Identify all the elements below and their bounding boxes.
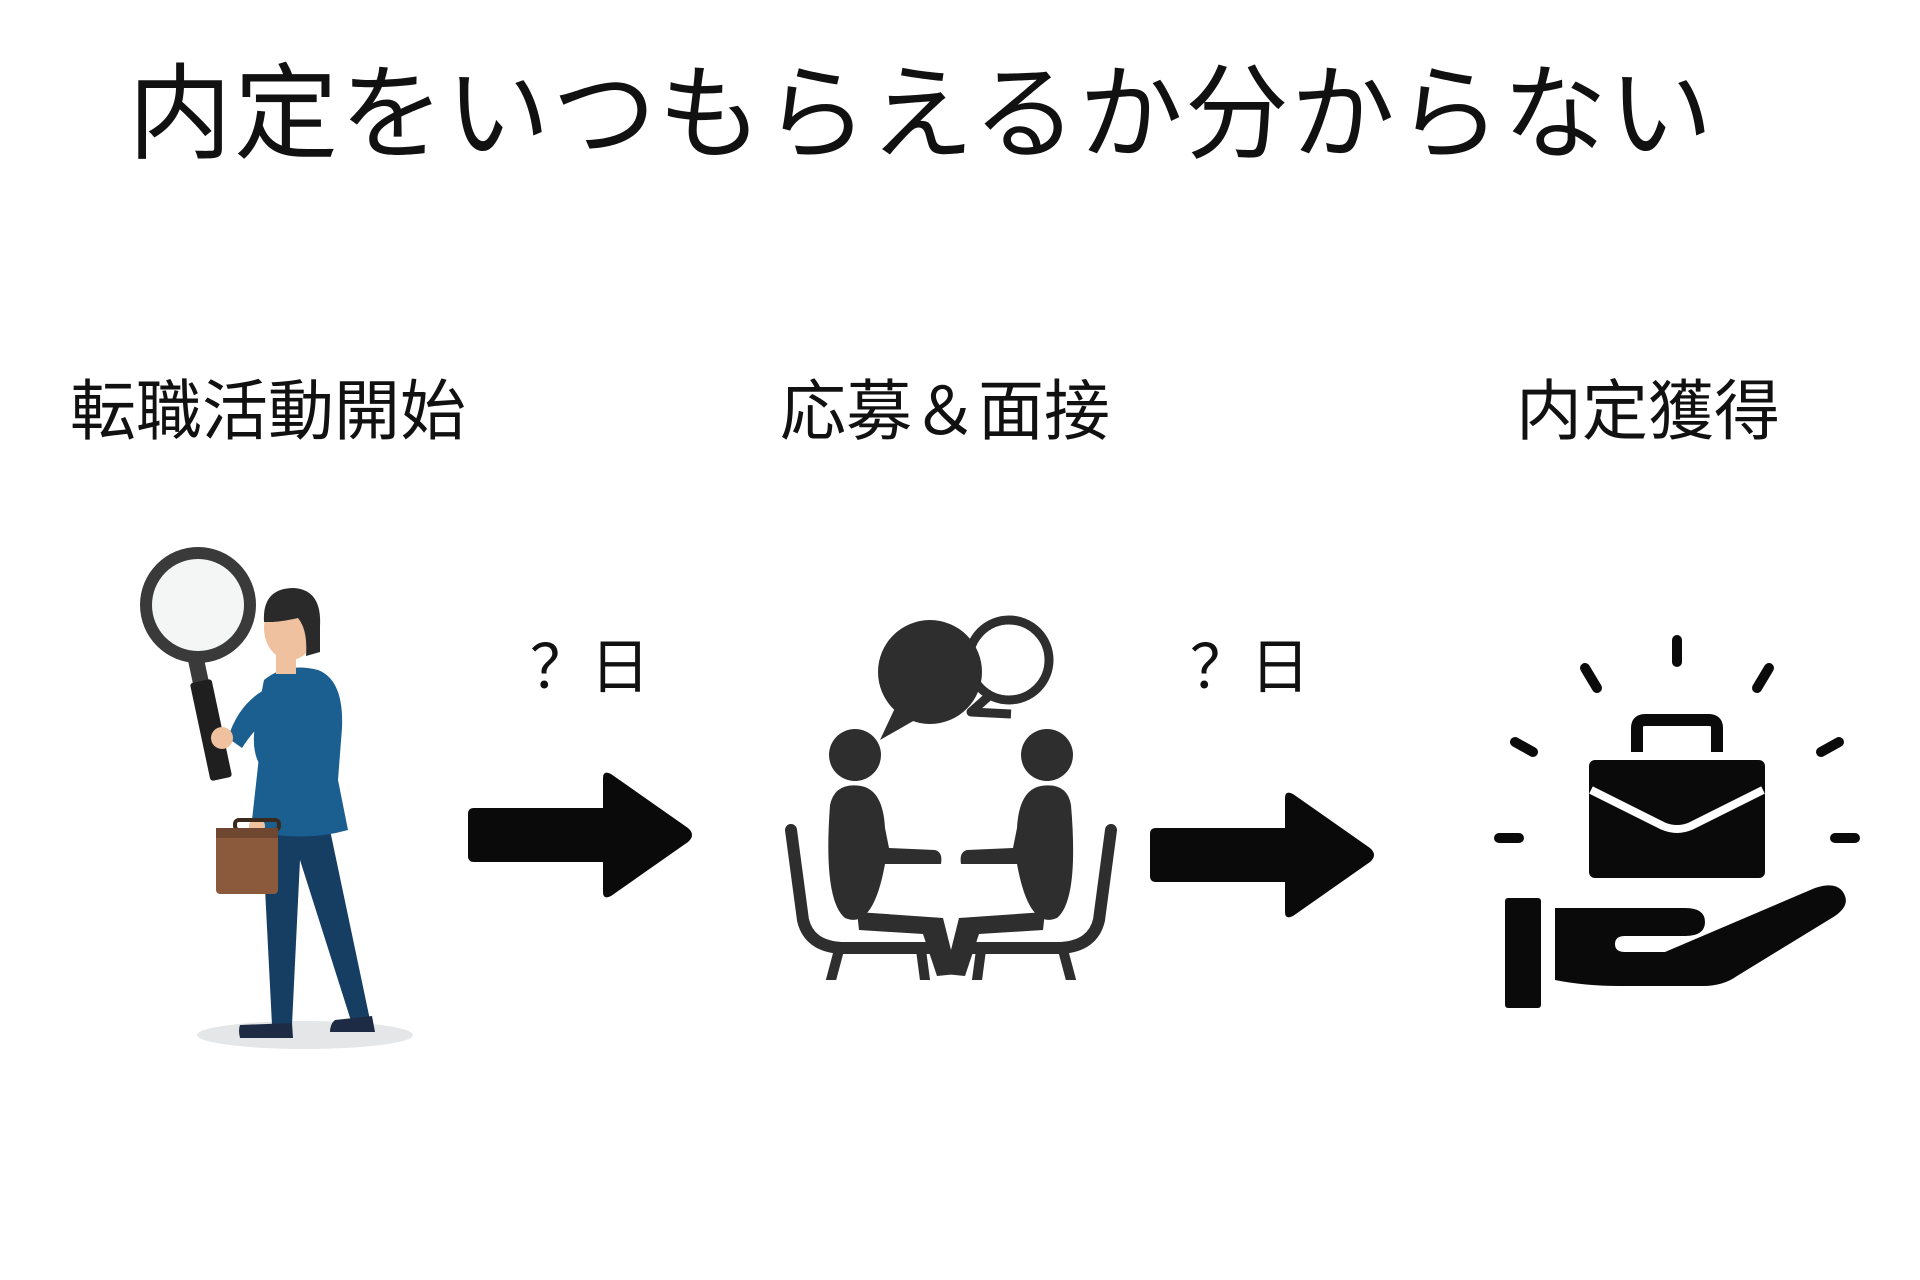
- page-title: 内定をいつもらえるか分からない: [128, 53, 1715, 175]
- duration-label-first: ？日: [530, 633, 650, 703]
- interview-conversation-icon: [775, 600, 1135, 980]
- step-label-job-search-start: 転職活動開始: [70, 373, 466, 450]
- duration-label-second: ？日: [1190, 633, 1310, 703]
- job-seeker-with-magnifier-icon: [130, 530, 430, 1060]
- step-label-application-interview: 応募＆面接: [780, 373, 1110, 450]
- step-label-offer-received: 内定獲得: [1516, 373, 1780, 450]
- briefcase-in-hand-icon: [1455, 630, 1895, 1030]
- arrow-right-icon: [468, 770, 698, 900]
- arrow-right-icon: [1150, 790, 1380, 920]
